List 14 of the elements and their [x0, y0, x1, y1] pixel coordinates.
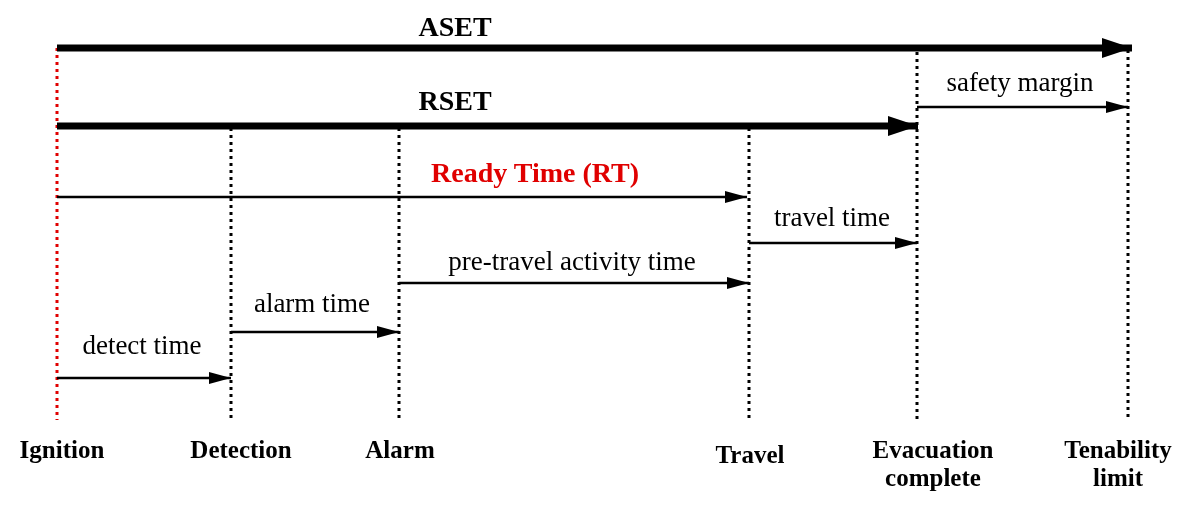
duration-label: alarm time	[253, 289, 371, 319]
duration-label: detect time	[82, 331, 202, 361]
milestone-label: Evacuation complete	[871, 436, 995, 491]
duration-label: safety margin	[946, 68, 1094, 98]
milestone-label: Tenability limit	[1063, 436, 1173, 491]
duration-label: travel time	[773, 203, 891, 233]
duration-label: Ready Time (RT)	[431, 158, 639, 189]
milestone-label: Travel	[715, 441, 785, 469]
milestone-label: Detection	[190, 436, 292, 464]
duration-label: RSET	[418, 86, 492, 117]
duration-label: ASET	[418, 12, 492, 43]
duration-label: pre-travel activity time	[448, 247, 696, 277]
milestone-label: Ignition	[19, 436, 105, 464]
milestone-label: Alarm	[365, 436, 435, 464]
